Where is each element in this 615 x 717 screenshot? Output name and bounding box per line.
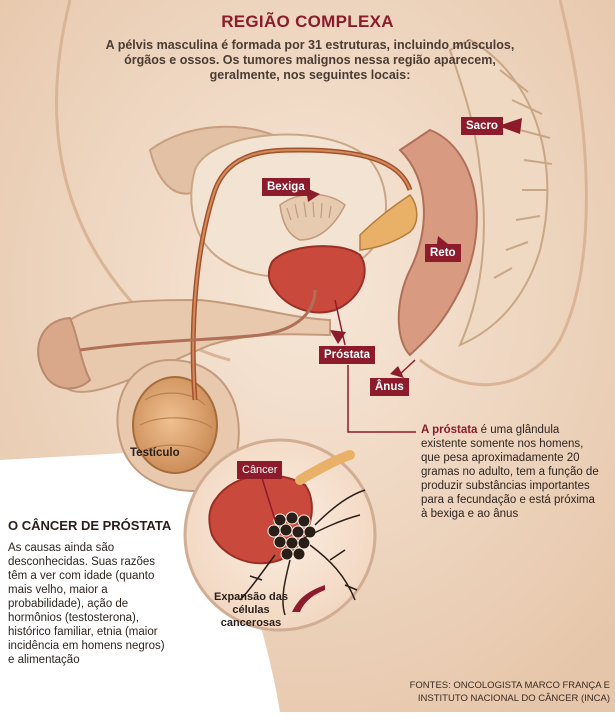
label-sacro: Sacro [461, 117, 503, 135]
prostate-note-body: é uma glândula existente somente nos hom… [421, 424, 599, 520]
prostate-gland [267, 245, 366, 314]
page-title: REGIÃO COMPLEXA [221, 12, 394, 31]
label-prostata: Próstata [319, 346, 376, 364]
cancer-heading: O CÂNCER DE PRÓSTATA [8, 518, 172, 533]
seminal-vesicle [359, 193, 418, 251]
intro-text: A pélvis masculina é formada por 31 estr… [105, 38, 515, 82]
prostate-note: A próstata é uma glândula existente some… [421, 423, 601, 521]
urethra [79, 289, 317, 352]
bladder-shape [190, 133, 387, 279]
label-anus: Ânus [370, 378, 409, 396]
cancer-body: As causas ainda são desconhecidas. Suas … [8, 542, 165, 666]
tumor-zoom [183, 438, 377, 632]
label-expansao: Expansão das células cancerosas [214, 591, 288, 629]
prostate-note-lead: A próstata [421, 424, 478, 436]
label-testiculo: Testículo [130, 447, 180, 459]
sources-note: FONTES: ONCOLOGISTA MARCO FRANÇA E INSTI… [409, 680, 610, 704]
label-cancer: Câncer [237, 461, 283, 479]
glans-shape [37, 316, 92, 390]
label-bexiga: Bexiga [262, 178, 310, 196]
pointer-lines [261, 299, 416, 521]
label-reto: Reto [425, 244, 461, 262]
